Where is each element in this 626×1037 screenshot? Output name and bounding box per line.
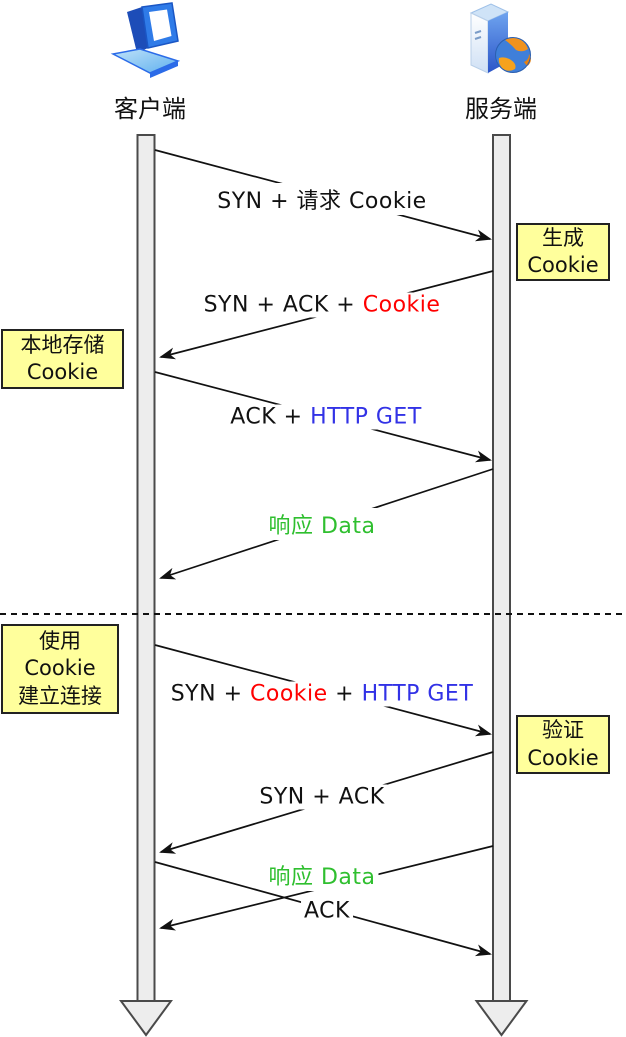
message-text: SYN +	[170, 681, 250, 707]
message-text: SYN + ACK	[259, 784, 385, 810]
server-actor-label: 服务端	[465, 95, 537, 123]
note-line: Cookie	[24, 656, 96, 681]
note-line: 生成	[542, 225, 584, 250]
client-actor-label: 客户端	[114, 95, 186, 123]
client-lifeline	[119, 134, 173, 1037]
message-label-syn-cookie-http-get: SYN + Cookie + HTTP GET	[167, 681, 477, 707]
message-text-data-green: 响应 Data	[268, 514, 376, 539]
message-label-ack-http-get: ACK + HTTP GET	[227, 404, 425, 430]
message-text-http-get-blue: HTTP GET	[310, 404, 422, 430]
laptop-icon	[110, 2, 181, 78]
message-text: +	[327, 681, 362, 707]
note-use-cookie-connect: 使用 Cookie 建立连接	[1, 624, 119, 714]
message-text: ACK +	[230, 404, 311, 430]
message-text-cookie-red: Cookie	[250, 681, 328, 707]
message-label-syn-ack-cookie: SYN + ACK + Cookie	[200, 292, 444, 318]
message-label-response-data-2: 响应 Data	[265, 859, 379, 891]
note-store-cookie-locally: 本地存储 Cookie	[1, 329, 124, 389]
note-line: 使用	[39, 629, 81, 654]
message-label-syn-ack: SYN + ACK	[256, 784, 388, 810]
message-text: ACK	[304, 898, 350, 924]
message-label-syn-request-cookie: SYN + 请求 Cookie	[214, 183, 430, 215]
note-verify-cookie: 验证 Cookie	[516, 715, 610, 774]
note-line: Cookie	[527, 745, 599, 770]
message-text-http-get-blue: HTTP GET	[361, 681, 474, 707]
note-line: 验证	[542, 718, 584, 743]
server-lifeline	[474, 134, 529, 1037]
note-line: 建立连接	[18, 683, 102, 708]
note-line: Cookie	[26, 360, 99, 384]
note-line: 本地存储	[20, 332, 105, 357]
note-line: Cookie	[527, 253, 599, 277]
message-label-response-data-1: 响应 Data	[265, 508, 379, 540]
note-generate-cookie: 生成 Cookie	[516, 223, 610, 281]
message-label-ack: ACK	[301, 898, 353, 924]
message-text-data-green: 响应 Data	[268, 865, 376, 890]
message-text: SYN + ACK +	[203, 292, 363, 318]
message-text-cookie-red: Cookie	[362, 292, 441, 318]
message-text: SYN + 请求 Cookie	[217, 189, 427, 214]
server-globe-icon	[469, 3, 531, 74]
